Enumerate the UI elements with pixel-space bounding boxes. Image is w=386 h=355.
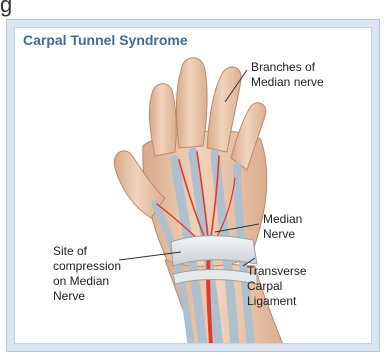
middle-finger bbox=[176, 58, 207, 148]
label-median-nerve: Median Nerve bbox=[263, 212, 302, 242]
label-branches-of-median-nerve: Branches of Median nerve bbox=[251, 60, 324, 90]
label-transverse-carpal-ligament: Transverse Carpal Ligament bbox=[247, 264, 307, 309]
heading-fragment: g bbox=[0, 0, 12, 16]
index-finger bbox=[149, 84, 176, 156]
label-site-of-compression: Site of compression on Median Nerve bbox=[53, 244, 121, 304]
diagram-panel: Carpal Tunnel Syndrome bbox=[14, 27, 372, 344]
